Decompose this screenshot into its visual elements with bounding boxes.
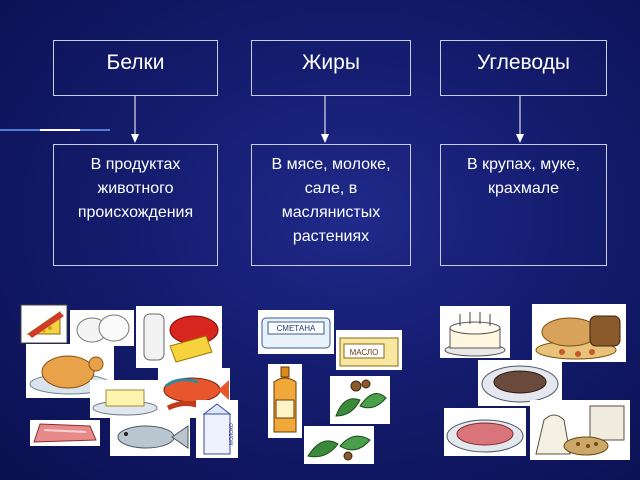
flour-and-grains-icon: [530, 400, 630, 460]
description-proteins: В продуктах животного происхождения: [53, 144, 218, 266]
description-line: маслянистых: [281, 204, 381, 221]
description-line: крахмале: [488, 180, 559, 197]
butter-dish-icon: [90, 380, 160, 418]
description-line: В крупах, муке,: [467, 156, 580, 173]
light-flare: [0, 129, 110, 131]
butter-label: МАСЛО: [350, 348, 379, 357]
header-carbohydrates: Углеводы: [440, 40, 607, 96]
description-line: происхождения: [77, 204, 194, 221]
fish-icon: [110, 418, 190, 456]
butter-pack-icon: МАСЛО: [336, 330, 402, 370]
birthday-cake-icon: [440, 306, 510, 358]
cheese-wedge-icon: [20, 304, 68, 344]
header-carbohydrates-label: Углеводы: [476, 51, 570, 74]
arrow-down-icon: [131, 96, 139, 143]
header-fats: Жиры: [251, 40, 411, 96]
hazelnut-leaves-icon: [330, 376, 390, 424]
sour-cream-label: СМЕТАНА: [277, 324, 316, 333]
description-fats: В мясе, молоке, сале, в маслянистых раст…: [251, 144, 411, 266]
description-line: сале, в: [304, 180, 358, 197]
arrow-down-icon: [321, 96, 329, 143]
sour-cream-icon: СМЕТАНА: [258, 310, 334, 354]
meat-slab-icon: [30, 420, 100, 446]
description-line: животного: [97, 180, 174, 197]
description-line: В продуктах: [90, 156, 181, 173]
milk-and-cheese-icon: [136, 306, 222, 368]
header-fats-label: Жиры: [302, 51, 360, 74]
beans-plate-icon: [444, 408, 526, 456]
eggs-icon: [70, 310, 134, 346]
arrow-down-icon: [516, 96, 524, 143]
header-proteins: Белки: [53, 40, 218, 96]
milk-carton-icon: МОЛОКО: [196, 400, 238, 458]
walnut-leaves-icon: [304, 426, 374, 464]
buckwheat-plate-icon: [478, 360, 562, 406]
header-proteins-label: Белки: [106, 51, 165, 74]
description-line: В мясе, молоке,: [271, 156, 391, 173]
milk-carton-label: МОЛОКО: [229, 423, 235, 445]
bread-loaves-icon: [532, 304, 626, 362]
oil-bottle-icon: [268, 364, 302, 438]
description-carbohydrates: В крупах, муке, крахмале: [440, 144, 607, 266]
description-line: растениях: [292, 228, 370, 245]
